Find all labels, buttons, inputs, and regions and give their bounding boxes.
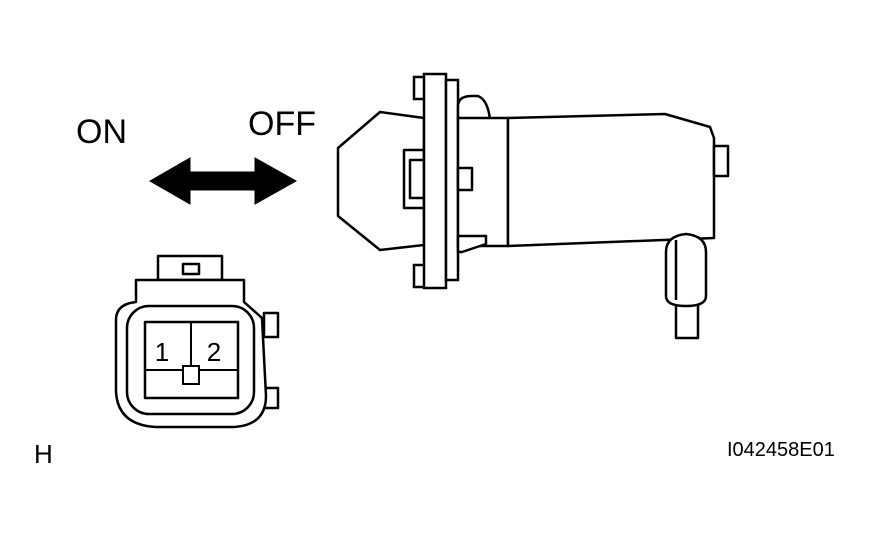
switch-plunger	[336, 110, 426, 252]
connector-housing	[114, 254, 280, 429]
on-label: ON	[76, 113, 127, 151]
terminal-2-label: 2	[207, 337, 221, 367]
double-arrow-icon	[148, 157, 298, 205]
figure-id-label: I042458E01	[727, 439, 835, 461]
section-label: H	[34, 439, 53, 469]
switch-body	[456, 94, 730, 254]
switch-cable	[664, 232, 708, 340]
terminal-1-label: 1	[155, 337, 169, 367]
off-label: OFF	[248, 105, 316, 143]
connector-terminals: 1 2	[145, 322, 238, 385]
switch-flange	[412, 72, 460, 290]
